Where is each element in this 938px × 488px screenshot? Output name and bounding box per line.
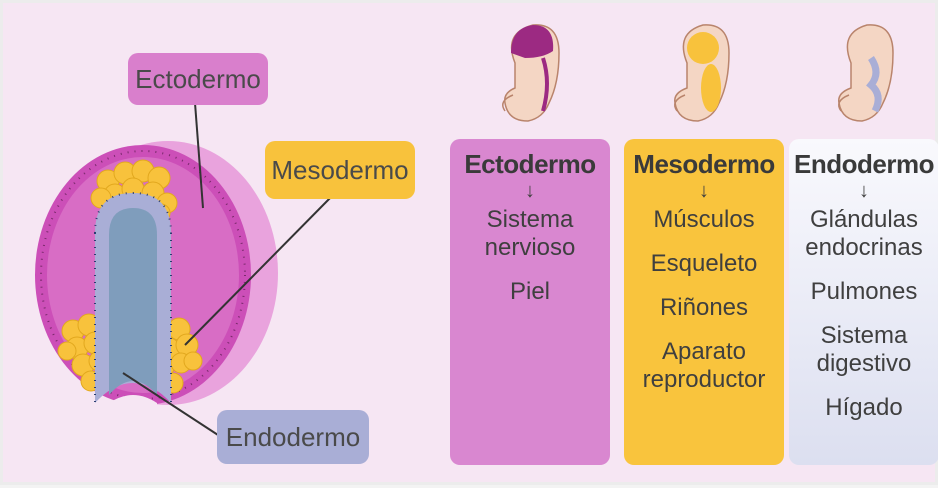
list-item: Músculos [624,206,784,234]
list-item: Pulmones [789,278,938,306]
list-item: Esqueleto [624,250,784,278]
endodermo-label: Endodermo [217,410,369,464]
embryo-endodermo-icon [839,25,893,121]
down-arrow-icon: ↓ [624,182,784,200]
endodermo-card: Endodermo ↓ Glándulas endocrinas Pulmone… [789,139,938,465]
down-arrow-icon: ↓ [789,182,938,200]
list-item: Sistema nervioso [450,206,610,262]
list-item: Riñones [624,294,784,322]
card-title: Ectodermo [450,149,610,180]
embryo-mesodermo-icon [675,25,729,121]
list-item: Sistema digestivo [789,322,938,378]
list-item: Hígado [789,394,938,422]
down-arrow-icon: ↓ [450,182,610,200]
card-title: Mesodermo [624,149,784,180]
list-item: Piel [450,278,610,306]
embryo-ectodermo-icon [503,25,559,121]
card-title: Endodermo [789,149,938,180]
list-item: Aparato reproductor [624,338,784,394]
ectodermo-card: Ectodermo ↓ Sistema nervioso Piel [450,139,610,465]
mesodermo-card: Mesodermo ↓ Músculos Esqueleto Riñones A… [624,139,784,465]
list-item: Glándulas endocrinas [789,206,938,262]
mesodermo-label: Mesodermo [265,141,415,199]
ectodermo-label: Ectodermo [128,53,268,105]
